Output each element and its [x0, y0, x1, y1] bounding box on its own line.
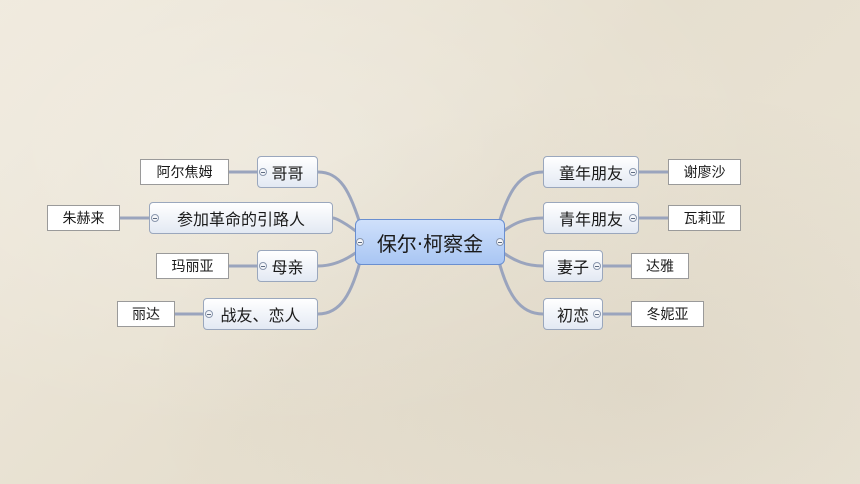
sub-topic-label: 瓦莉亚 [683, 211, 726, 227]
collapse-muqin-icon[interactable] [259, 262, 267, 270]
sub-topic-zhuhelai[interactable]: 朱赫来 [47, 205, 120, 231]
sub-topic-label: 冬妮亚 [646, 307, 689, 323]
sub-topic-label: 阿尔焦姆 [156, 165, 213, 181]
sub-topic-maria[interactable]: 玛丽亚 [156, 253, 229, 279]
central-topic[interactable]: 保尔·柯察金 [355, 219, 505, 265]
link-central-chulian [495, 253, 544, 316]
main-topic-yinlu[interactable]: 参加革命的引路人 [149, 202, 333, 234]
sub-topic-tonya[interactable]: 冬妮亚 [631, 301, 704, 327]
main-topic-tongnian[interactable]: 童年朋友 [543, 156, 639, 188]
main-topic-zhanyou[interactable]: 战友、恋人 [203, 298, 318, 330]
sub-topic-valya[interactable]: 瓦莉亚 [668, 205, 741, 231]
sub-topic-taya[interactable]: 达雅 [631, 253, 689, 279]
sub-topic-label: 谢廖沙 [683, 165, 726, 181]
main-topic-label: 青年朋友 [558, 210, 623, 229]
sub-topic-label: 玛丽亚 [171, 259, 214, 275]
main-topic-muqin[interactable]: 母亲 [257, 250, 318, 282]
sub-topic-label: 达雅 [646, 259, 674, 275]
central-collapse-right-icon[interactable] [496, 238, 504, 246]
main-topic-label: 妻子 [556, 258, 589, 277]
main-topic-label: 哥哥 [271, 164, 304, 183]
main-topic-label: 初恋 [556, 306, 589, 325]
central-collapse-left-icon[interactable] [356, 238, 364, 246]
sub-topic-label: 丽达 [132, 307, 160, 323]
main-topic-label: 母亲 [271, 258, 304, 277]
collapse-zhanyou-icon[interactable] [205, 310, 213, 318]
collapse-yinlu-icon[interactable] [151, 214, 159, 222]
sub-topic-artyom[interactable]: 阿尔焦姆 [140, 159, 229, 185]
central-topic-label: 保尔·柯察金 [376, 231, 484, 256]
sub-topic-rita[interactable]: 丽达 [117, 301, 175, 327]
collapse-gege-icon[interactable] [259, 168, 267, 176]
link-central-tongnian [495, 170, 544, 231]
sub-topic-seryozha[interactable]: 谢廖沙 [668, 159, 741, 185]
collapse-chulian-icon[interactable] [593, 310, 601, 318]
collapse-tongnian-icon[interactable] [629, 168, 637, 176]
link-central-gege [317, 170, 364, 231]
main-topic-qingnian[interactable]: 青年朋友 [543, 202, 639, 234]
main-topic-label: 参加革命的引路人 [176, 210, 305, 229]
collapse-qingnian-icon[interactable] [629, 214, 637, 222]
main-topic-label: 战友、恋人 [220, 306, 301, 325]
collapse-qizi-icon[interactable] [593, 262, 601, 270]
main-topic-label: 童年朋友 [558, 164, 623, 183]
link-central-zhanyou [317, 253, 364, 316]
main-topic-gege[interactable]: 哥哥 [257, 156, 318, 188]
sub-topic-label: 朱赫来 [62, 211, 105, 227]
